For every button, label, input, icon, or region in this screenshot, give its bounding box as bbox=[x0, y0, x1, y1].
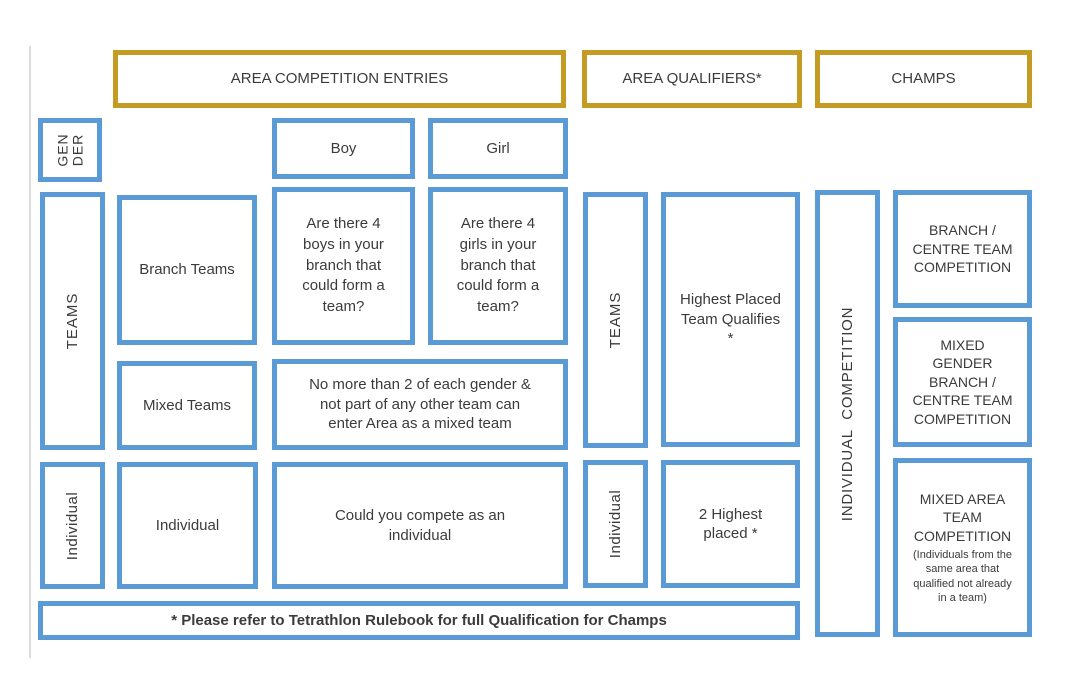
individual-rule-box: Could you compete as an individual bbox=[272, 462, 568, 589]
gender-label: GEN DER bbox=[54, 133, 85, 167]
footnote-box: * Please refer to Tetrathlon Rulebook fo… bbox=[38, 601, 800, 640]
qualifiers-teams-label: TEAMS bbox=[606, 291, 624, 349]
boy-box: Boy bbox=[272, 118, 415, 179]
qualifiers-individual-label-box: Individual bbox=[583, 460, 648, 588]
highest-placed-box: Highest Placed Team Qualifies * bbox=[661, 192, 800, 447]
entries-teams-label: TEAMS bbox=[63, 292, 81, 350]
header-area-competition-entries: AREA COMPETITION ENTRIES bbox=[113, 50, 566, 108]
entries-teams-label-box: TEAMS bbox=[40, 192, 105, 450]
qualifiers-teams-label-box: TEAMS bbox=[583, 192, 648, 448]
individual-cell-box: Individual bbox=[117, 462, 258, 589]
gender-label-box: GEN DER bbox=[38, 118, 102, 182]
branch-teams-box: Branch Teams bbox=[117, 195, 257, 345]
mixed-area-competition-note: (Individuals from the same area that qua… bbox=[912, 549, 1013, 604]
girls-question-box: Are there 4 girls in your branch that co… bbox=[428, 187, 568, 345]
mixed-area-competition-title: MIXED AREA TEAM COMPETITION bbox=[913, 490, 1012, 544]
mixed-gender-competition-box: MIXED GENDER BRANCH / CENTRE TEAM COMPET… bbox=[893, 317, 1032, 447]
branch-centre-competition-box: BRANCH / CENTRE TEAM COMPETITION bbox=[893, 190, 1032, 308]
boys-question-box: Are there 4 boys in your branch that cou… bbox=[272, 187, 415, 345]
page-edge-line bbox=[29, 46, 31, 658]
mixed-area-competition-box: MIXED AREA TEAM COMPETITION (Individuals… bbox=[893, 458, 1032, 637]
qualifiers-individual-label: Individual bbox=[606, 489, 624, 559]
header-champs: CHAMPS bbox=[815, 50, 1032, 108]
entries-individual-label-box: Individual bbox=[40, 462, 105, 589]
mixed-rule-box: No more than 2 of each gender & not part… bbox=[272, 359, 568, 450]
individual-competition-box: INDIVIDUAL COMPETITION bbox=[815, 190, 880, 637]
individual-competition-label: INDIVIDUAL COMPETITION bbox=[838, 306, 856, 521]
mixed-teams-box: Mixed Teams bbox=[117, 361, 257, 450]
girl-box: Girl bbox=[428, 118, 568, 179]
two-highest-placed-box: 2 Highest placed * bbox=[661, 460, 800, 588]
entries-individual-label: Individual bbox=[63, 491, 81, 560]
header-area-qualifiers: AREA QUALIFIERS* bbox=[582, 50, 802, 108]
